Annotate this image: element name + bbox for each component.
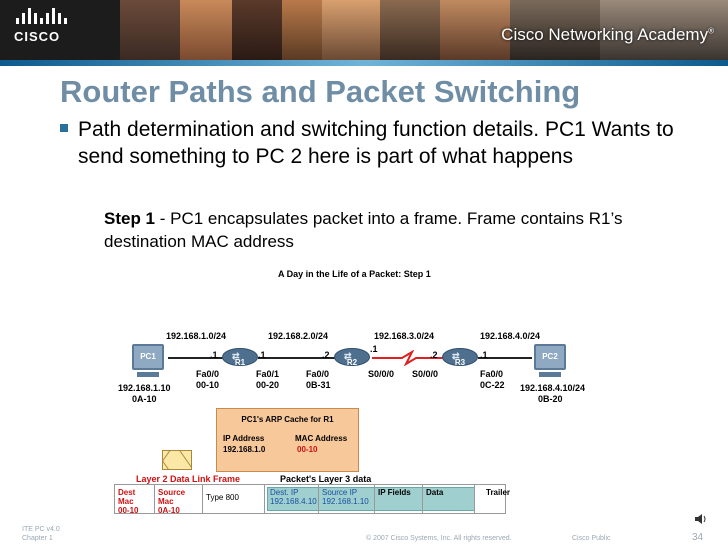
r2-right-if: S0/0/0 [368,369,395,379]
r2-left-mac: 0B-31 [306,380,331,390]
footer-classification: Cisco Public [572,535,611,542]
r3-right-if: Fa0/0 [480,369,504,379]
data-label: Data [426,488,444,497]
bullet-square-icon [60,124,68,132]
banner-photo-3 [232,0,282,60]
pc1-mac: 0A-10 [132,394,157,404]
trailer-cell: Trailer [483,485,523,513]
r1-right-mac: 00-20 [256,380,280,390]
dest-mac-value: 00-10 [118,506,139,515]
banner-photo-5 [322,0,380,60]
cisco-wordmark: CISCO [14,29,61,44]
router-r3-icon: ⇄R3 [442,348,478,367]
network-label-3: 192.168.3.0/24 [374,331,435,341]
source-ip-label: Source IP [322,488,358,497]
dest-mac-label: Dest Mac [118,488,136,506]
arp-cache-box: PC1's ARP Cache for R1 IP Address MAC Ad… [216,408,359,472]
pc1-ip: 192.168.1.10 [118,383,171,393]
academy-mark: ® [708,26,714,36]
step-description: Step 1 - PC1 encapsulates packet into a … [104,207,664,253]
network-label-4: 192.168.4.0/24 [480,331,541,341]
dest-ip-cell: Dest. IP 192.168.4.10 [267,485,319,513]
footer-chapter: Chapter 1 [22,535,53,542]
academy-label-text: Cisco Networking Academy [501,25,709,44]
banner-photo-4 [282,0,322,60]
router-r1-label: R1 [234,358,246,367]
router-r2-icon: ⇄R2 [334,348,370,367]
diagram-title: A Day in the Life of a Packet: Step 1 [278,269,431,279]
source-mac-value: 0A-10 [158,506,180,515]
page-number: 34 [692,532,704,543]
r3-right-mac: 0C-22 [480,380,505,390]
ip-fields-label: IP Fields [378,488,411,497]
dest-ip-value: 192.168.4.10 [270,497,317,506]
router-r2-label: R2 [346,358,358,367]
cisco-logo: CISCO [14,8,74,48]
bullet-text: Path determination and switching functio… [78,118,674,168]
router-r3-label: R3 [454,358,466,367]
r3-left-if: S0/0/0 [412,369,439,379]
router-r1-icon: ⇄R1 [222,348,258,367]
pc2-mac: 0B-20 [538,394,563,404]
type-cell: Type 800 [203,485,265,513]
source-ip-cell: Source IP 192.168.1.10 [319,485,375,513]
data-cell: Data [423,485,475,513]
link-r3-pc2 [478,357,532,359]
r2-left-if: Fa0/0 [306,369,330,379]
r1-right-if: Fa0/1 [256,369,280,379]
link-r1-r2 [258,357,338,359]
network-label-2: 192.168.2.0/24 [268,331,329,341]
link-pc1-r1 [168,357,228,359]
l3-data-label: Packet's Layer 3 data [280,474,372,484]
r2-right-dot: .1 [370,344,378,354]
banner-photo-1 [120,0,180,60]
r1-left-if: Fa0/0 [196,369,220,379]
trailer-label: Trailer [486,488,511,497]
pc1-icon: PC1 [132,344,164,370]
r1-left-mac: 00-10 [196,380,220,390]
r1-right-dot: .1 [258,350,266,360]
cisco-bars-icon [16,8,74,24]
ip-fields-cell: IP Fields [375,485,423,513]
banner-photo-7 [440,0,510,60]
arp-ip-header: IP Address [223,434,265,443]
banner-photo-2 [180,0,232,60]
dest-mac-cell: Dest Mac 00-10 [115,485,155,515]
envelope-icon [162,450,192,470]
step-label: Step 1 [104,209,156,228]
r3-right-dot: .1 [480,350,488,360]
banner-photo-8 [510,0,600,60]
pc2-ip: 192.168.4.10/24 [520,383,586,393]
l3-data-area [267,487,475,511]
source-ip-value: 192.168.1.10 [322,497,369,506]
source-mac-cell: Source Mac 0A-10 [155,485,203,515]
banner-photo-6 [380,0,440,60]
serial-link-icon [372,350,444,366]
step-body: - PC1 encapsulates packet into a frame. … [104,209,623,251]
arp-mac-header: MAC Address [295,434,348,443]
frame-table: Dest Mac 00-10 Source Mac 0A-10 Type 800… [114,484,510,515]
source-mac-label: Source Mac [158,488,186,506]
arp-ip-value: 192.168.1.0 [223,445,266,454]
r1-left-dot: .1 [210,350,218,360]
pc2-icon: PC2 [534,344,566,370]
footer-course: ITE PC v4.0 [22,526,60,533]
arp-mac-value: 00-10 [297,445,318,454]
pc1-base [137,372,159,377]
header-accent-bar [0,60,728,66]
dest-ip-label: Dest. IP [270,488,299,497]
header-banner: CISCO Cisco Networking Academy® [0,0,728,60]
academy-label: Cisco Networking Academy® [501,25,714,45]
banner-photo-9 [600,0,728,60]
r2-left-dot: .2 [322,350,330,360]
network-diagram: A Day in the Life of a Packet: Step 1 19… [110,266,630,516]
slide-title: Router Paths and Packet Switching [60,74,581,109]
network-label-1: 192.168.1.0/24 [166,331,227,341]
arp-title: PC1's ARP Cache for R1 [241,415,334,424]
pc2-base [539,372,561,377]
footer-copyright: © 2007 Cisco Systems, Inc. All rights re… [366,535,512,542]
r3-left-dot: .2 [430,350,438,360]
l2-frame-label: Layer 2 Data Link Frame [136,474,241,484]
speaker-icon[interactable] [694,512,708,526]
